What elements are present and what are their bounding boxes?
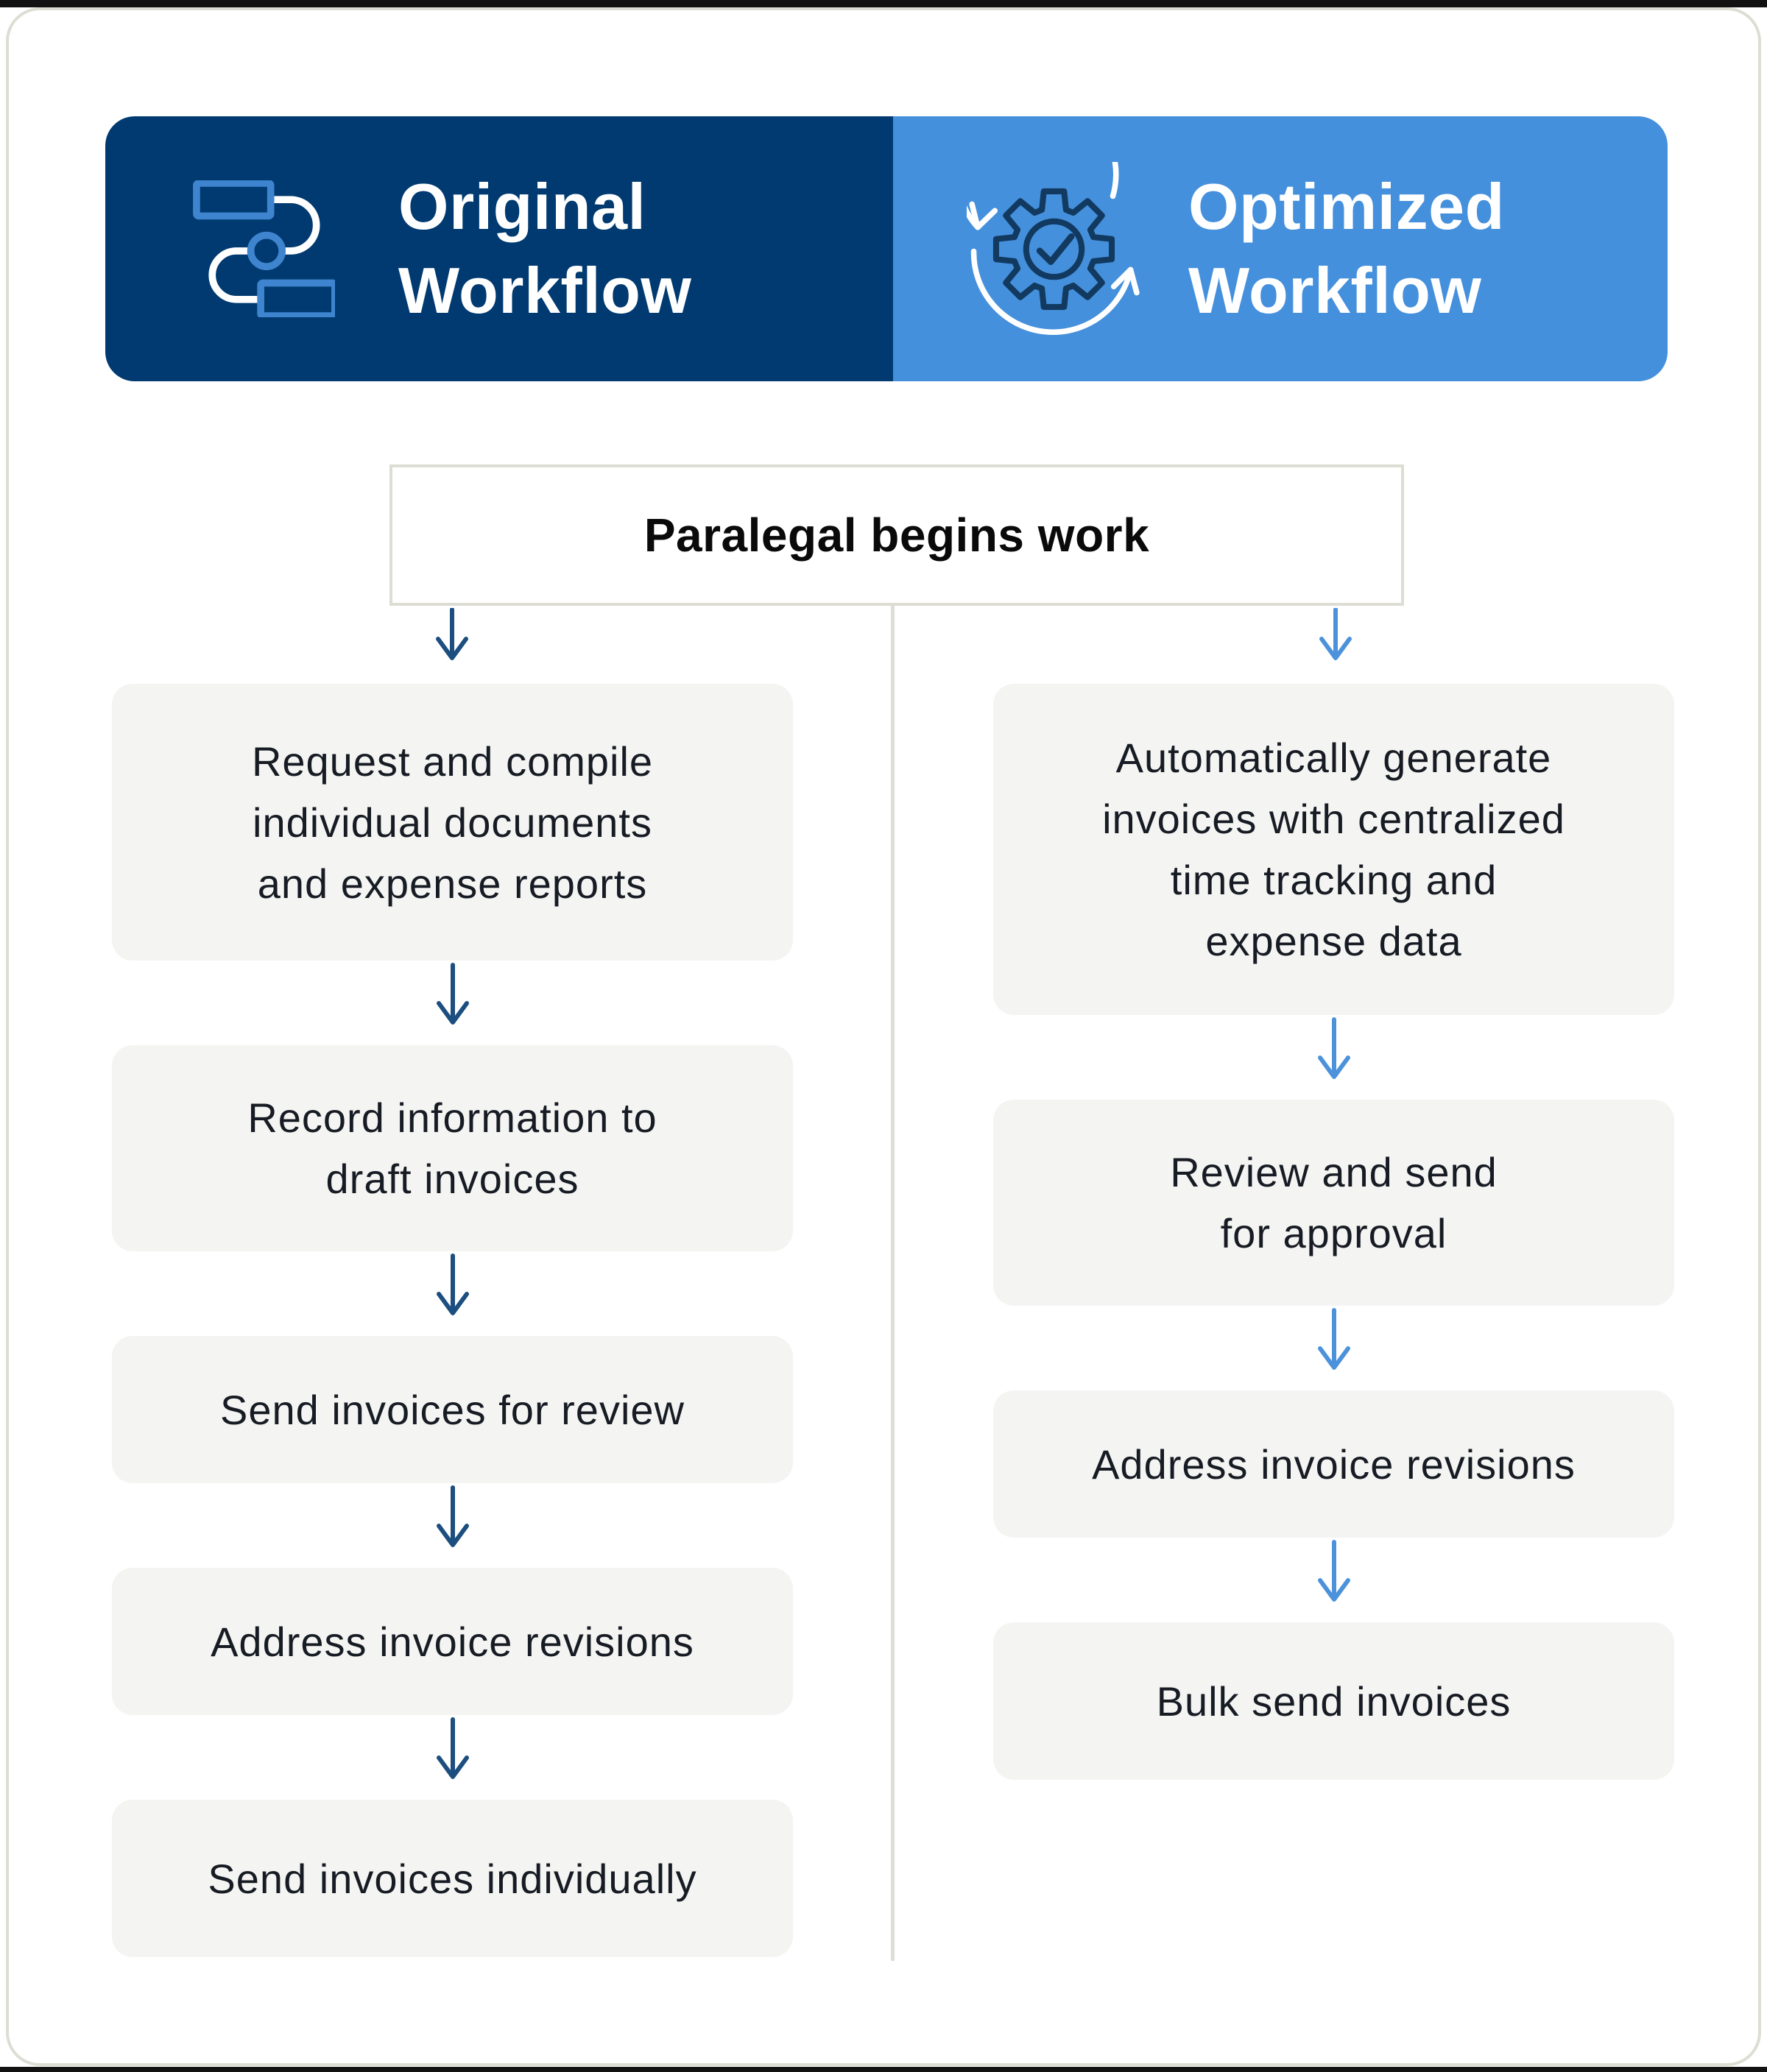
- header-original-workflow: Original Workflow: [105, 116, 893, 381]
- branch-arrow-down-original-icon: [436, 608, 468, 660]
- step-box-original-5: Send invoices individually: [112, 1800, 793, 1957]
- step-label: Address invoice revisions: [211, 1618, 694, 1665]
- step-label: Address invoice revisions: [1092, 1440, 1576, 1488]
- flowchart-icon: [193, 180, 335, 317]
- column-divider: [891, 606, 895, 1961]
- flow-arrow-down-icon: [993, 1015, 1674, 1100]
- header-optimized-workflow: Optimized Workflow: [893, 116, 1668, 381]
- optimized-workflow-column: Automatically generate invoices with cen…: [993, 684, 1674, 1780]
- original-workflow-column: Request and compile individual documents…: [112, 684, 793, 1957]
- step-box-original-4: Address invoice revisions: [112, 1568, 793, 1715]
- flow-arrow-down-icon: [112, 1251, 793, 1336]
- flow-arrow-down-icon: [993, 1538, 1674, 1622]
- step-box-optimized-1: Automatically generate invoices with cen…: [993, 684, 1674, 1015]
- start-node: Paralegal begins work: [389, 464, 1404, 606]
- flow-arrow-down-icon: [993, 1306, 1674, 1390]
- header-optimized-title: Optimized Workflow: [1188, 170, 1505, 327]
- step-label: Bulk send invoices: [1156, 1677, 1512, 1725]
- branch-arrow-down-optimized-icon: [1319, 608, 1352, 660]
- step-box-optimized-2: Review and send for approval: [993, 1100, 1674, 1306]
- step-box-original-3: Send invoices for review: [112, 1336, 793, 1483]
- workflow-card: Original Workflow Optimized Workflow Par…: [6, 7, 1761, 2066]
- step-box-optimized-4: Bulk send invoices: [993, 1622, 1674, 1780]
- sync-gear-check-icon: [967, 161, 1140, 335]
- header-band: Original Workflow Optimized Workflow: [105, 116, 1668, 381]
- start-node-label: Paralegal begins work: [643, 509, 1150, 562]
- step-box-original-1: Request and compile individual documents…: [112, 684, 793, 961]
- flow-arrow-down-icon: [112, 1715, 793, 1800]
- top-edge-strip: [0, 0, 1767, 7]
- step-box-optimized-3: Address invoice revisions: [993, 1390, 1674, 1538]
- flow-arrow-down-icon: [112, 961, 793, 1045]
- step-label: Review and send for approval: [1170, 1149, 1498, 1256]
- step-box-original-2: Record information to draft invoices: [112, 1045, 793, 1251]
- step-label: Automatically generate invoices with cen…: [1102, 735, 1565, 964]
- bottom-edge-strip: [0, 2067, 1767, 2072]
- step-label: Send invoices individually: [208, 1855, 697, 1902]
- step-label: Request and compile individual documents…: [251, 738, 654, 907]
- header-original-title: Original Workflow: [398, 170, 692, 327]
- step-label: Send invoices for review: [220, 1386, 685, 1433]
- step-label: Record information to draft invoices: [247, 1095, 657, 1202]
- flow-arrow-down-icon: [112, 1483, 793, 1568]
